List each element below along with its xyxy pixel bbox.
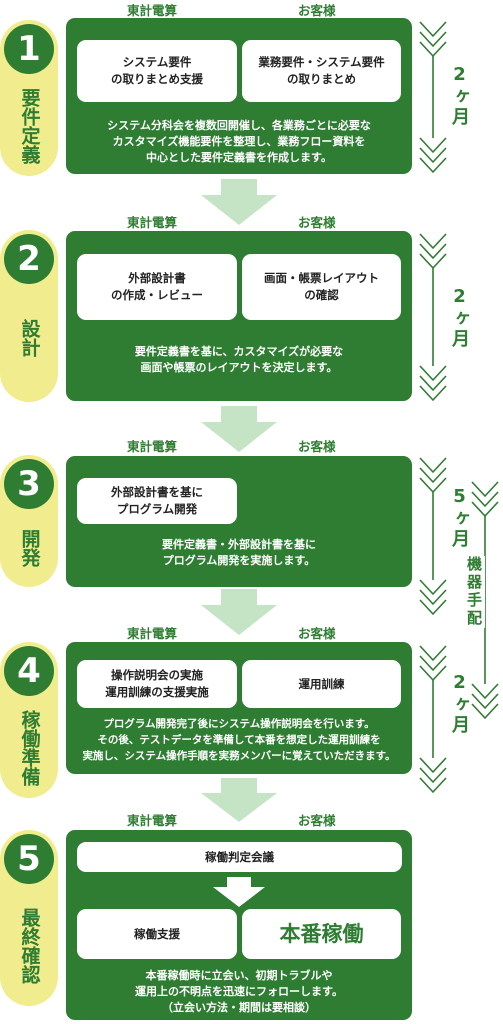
step-5-header-right: お客様 [298,813,336,828]
step-5-right-task: 本番稼働 [242,909,401,959]
duration-1: 2ヶ月 [449,64,470,127]
step-5-title: 最終確認 [18,908,41,984]
step-4-number: 4 [4,646,54,696]
step-3-title: 開発 [18,529,41,567]
step-2-description: 要件定義書を基に、カスタマイズが必要な 画面や帳票のレイアウトを決定します。 [134,345,344,374]
step-3-left-task: 外部設計書を基に プログラム開発 [77,478,237,524]
step-arrow-2 [201,406,277,452]
step-4-title: 稼働準備 [18,710,41,786]
step-5-top-task: 稼働判定会議 [77,842,402,872]
step-1-right-task: 業務要件・システム要件 の取りまとめ [242,40,401,102]
step-3-header-left: 東計電算 [127,439,178,454]
duration-1-chevrons [419,21,447,174]
step-5-description: 本番稼働時に立会い、初期トラブルや 運用上の不明点を迅速にフォローします。 （立… [135,969,343,1014]
step-2-right-task: 画面・帳票レイアウト の確認 [242,254,401,320]
step-3-header-right: お客様 [298,439,336,454]
step-2-number: 2 [4,234,54,284]
duration-4-chevrons [419,645,447,794]
step-1-title: 要件定義 [18,88,41,164]
step-2-pill: 2 設計 [0,230,58,402]
step-1-left-task: システム要件 の取りまとめ支援 [77,40,237,102]
step-3-description: 要件定義書・外部設計書を基に プログラム開発を実施します。 [162,538,316,567]
step-1-header-right: お客様 [298,3,336,18]
step-5-pill: 5 最終確認 [0,830,58,1006]
step-3-pill: 3 開発 [0,455,58,587]
duration-2: 2ヶ月 [449,286,470,349]
step-4-header-right: お客様 [298,626,336,641]
step-4-pill: 4 稼働準備 [0,642,58,798]
step-4-left-task: 操作説明会の実施 運用訓練の支援実施 [77,660,237,708]
duration-2-chevrons [419,233,447,402]
step-5-inner-arrow [213,877,265,907]
step-2-title: 設計 [18,319,41,357]
equipment-label: 機器手配 [464,556,485,628]
step-1-pill: 1 要件定義 [0,20,58,176]
step-5-left-task: 稼働支援 [77,909,237,959]
step-arrow-4 [201,778,277,822]
step-2-header-right: お客様 [298,215,336,230]
duration-3: 5ヶ月 [449,486,470,549]
step-4-header-left: 東計電算 [127,626,178,641]
step-2-left-task: 外部設計書 の作成・レビュー [77,254,237,320]
duration-4: 2ヶ月 [449,672,470,735]
step-arrow-3 [201,589,277,635]
step-1-header-left: 東計電算 [127,3,178,18]
step-1-number: 1 [4,24,54,74]
equipment-chevrons [471,481,499,720]
duration-3-chevrons [419,457,447,616]
step-arrow-1 [201,179,277,225]
step-2-header-left: 東計電算 [127,215,178,230]
step-1-description: システム分科会を複数回開催し、各業務ごとに必要な カスタマイズ機能要件を整理し、… [107,119,371,164]
step-5-number: 5 [4,834,54,884]
step-5-header-left: 東計電算 [127,813,178,828]
step-3-number: 3 [4,459,54,509]
step-4-description: プログラム開発完了後にシステム操作説明会を行います。 その後、テストデータを準備… [82,718,396,762]
step-4-right-task: 運用訓練 [242,660,401,708]
